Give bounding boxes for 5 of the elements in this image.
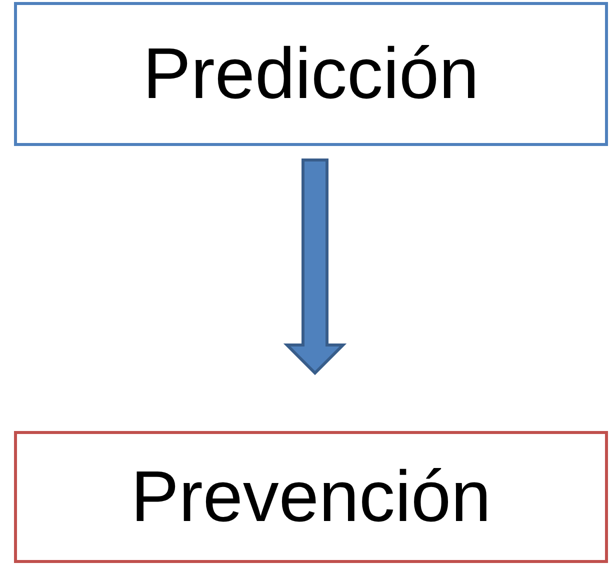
box-label: Predicción [142, 33, 480, 115]
box-label: Prevención [130, 456, 492, 538]
block-arrow [283, 158, 347, 376]
process-box [14, 2, 608, 146]
process-box [14, 431, 608, 563]
